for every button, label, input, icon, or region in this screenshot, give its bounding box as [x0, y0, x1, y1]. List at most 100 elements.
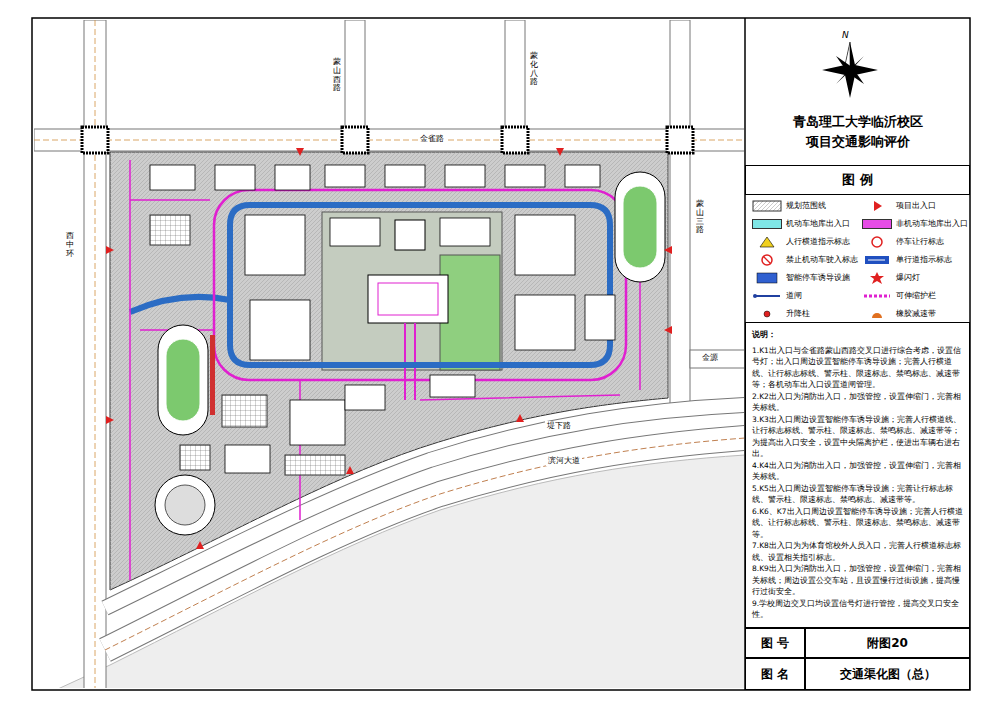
legend-symbol-part — [868, 260, 885, 261]
project-entrance-part — [106, 246, 114, 254]
legend-symbol — [752, 308, 782, 320]
intersection-part — [667, 127, 693, 153]
project-entrance-part — [664, 246, 672, 254]
road-part — [95, 20, 96, 688]
building-part — [430, 375, 475, 397]
legend-swatch — [862, 219, 892, 229]
road-name: 滨河大道 — [546, 456, 582, 466]
legend-symbol — [862, 290, 892, 302]
road-part — [105, 438, 744, 650]
sports-field-part — [158, 325, 208, 435]
road-part — [105, 438, 744, 650]
building-part — [565, 165, 600, 187]
project-entrance-part — [516, 414, 524, 422]
table-text: 图 号 — [761, 636, 789, 650]
legend-symbol — [752, 200, 782, 212]
legend-symbol — [752, 290, 782, 302]
table-cell: 交通渠化图（总） — [805, 658, 970, 690]
campus-path — [130, 160, 640, 580]
internal-road — [214, 190, 626, 380]
north-arrow-part — [822, 42, 878, 98]
campus-path-part — [130, 160, 640, 580]
road-name: 蒙化八路 — [530, 52, 538, 87]
sports-field — [155, 172, 665, 535]
legend-symbol-part — [753, 294, 757, 298]
sports-field-part — [623, 186, 657, 268]
road-part — [84, 20, 106, 688]
note-text: 2.K2出入口为消防出入口，加强管控，设置伸缩门，完善相关标线。 — [752, 391, 963, 414]
legend-symbol-part — [762, 255, 772, 265]
north-arrow-part — [836, 56, 864, 84]
building-part — [330, 218, 380, 246]
legend-symbol — [862, 272, 892, 284]
table-cell: 附图20 — [805, 628, 970, 658]
project-entrance-part — [106, 416, 114, 424]
central-plaza-part — [414, 323, 416, 400]
road-part — [670, 20, 690, 412]
building-part — [325, 165, 365, 187]
legend-symbol — [862, 254, 892, 266]
central-plaza-part — [404, 323, 406, 400]
building-part — [385, 165, 425, 187]
north-arrow-part — [836, 56, 864, 84]
legend-symbol-part — [760, 237, 774, 247]
legend-symbol-part — [874, 201, 882, 211]
project-entrance-part — [556, 148, 564, 156]
note-text: 5.K5出入口周边设置智能停车诱导设施；完善让行标志标线、警示柱、限速标志、禁鸣… — [752, 483, 963, 506]
legend-text: 单行道指示标志 — [896, 254, 952, 266]
note-text: 3.K3出入口周边设置智能停车诱导设施；完善人行横道线、让行标志标线、警示柱、限… — [752, 414, 963, 460]
note-text: 1.K1出入口与金雀路蒙山西路交叉口进行综合考虑，设置信号灯；出入口周边设置智能… — [752, 345, 963, 391]
table-text: 交通渠化图（总） — [840, 667, 936, 681]
notes-heading: 说明： — [752, 329, 963, 341]
central-plaza-part — [378, 283, 438, 315]
building-part — [245, 215, 305, 275]
legend-text: 橡胶减速带 — [896, 308, 936, 320]
project-entrance — [106, 148, 672, 549]
drawing-frame — [32, 18, 970, 690]
intersection-part — [342, 127, 368, 153]
north-arrow — [822, 42, 878, 98]
intersection-part — [502, 127, 528, 153]
legend-text: 道闸 — [786, 290, 802, 302]
building-part — [150, 165, 195, 190]
legend-symbol — [752, 272, 782, 284]
legend-text: 非机动车地库出入口 — [896, 218, 968, 230]
central-plaza-part — [395, 220, 425, 250]
building-part — [505, 165, 545, 187]
building-part — [275, 165, 310, 190]
road-name: 堤下路 — [545, 421, 573, 431]
central-plaza-part — [368, 275, 448, 323]
building-part — [250, 300, 310, 360]
project-entrance-part — [346, 466, 354, 474]
table-text: 图 名 — [761, 667, 789, 681]
notes-panel: 说明： 1.K1出入口与金雀路蒙山西路交叉口进行综合考虑，设置信号灯；出入口周边设… — [745, 322, 970, 628]
legend-symbol-part — [763, 256, 771, 264]
legend-text: 禁止机动车驶入标志 — [786, 254, 858, 266]
legend-panel: 图 例 — [745, 165, 970, 195]
table-cell: 图 名 — [745, 658, 805, 690]
building-part — [290, 400, 345, 445]
road-part — [34, 140, 744, 141]
drawing-title: 青岛理工大学临沂校区 项目交通影响评价 — [750, 112, 965, 152]
legend-symbol — [862, 308, 892, 320]
legend-text: 升降柱 — [786, 308, 810, 320]
central-plaza-part — [322, 212, 502, 370]
legend-symbol-part — [757, 273, 777, 283]
intersection-part — [82, 127, 108, 153]
road-part — [345, 20, 365, 130]
legend-symbol — [862, 200, 892, 212]
legend-text: 规划范围线 — [786, 200, 826, 212]
legend-symbol — [752, 254, 782, 266]
building — [150, 165, 615, 473]
legend-symbol-part — [872, 313, 882, 318]
sports-field-part — [210, 335, 215, 415]
legend-symbol-part — [872, 237, 882, 247]
sports-field-part — [166, 339, 200, 421]
building-part — [585, 295, 615, 340]
parking-lot-part — [222, 395, 267, 427]
central-plaza-part — [440, 255, 500, 370]
central-plaza — [322, 212, 502, 400]
parking-lot-part — [150, 215, 190, 245]
legend-text: 停车让行标志 — [896, 236, 944, 248]
